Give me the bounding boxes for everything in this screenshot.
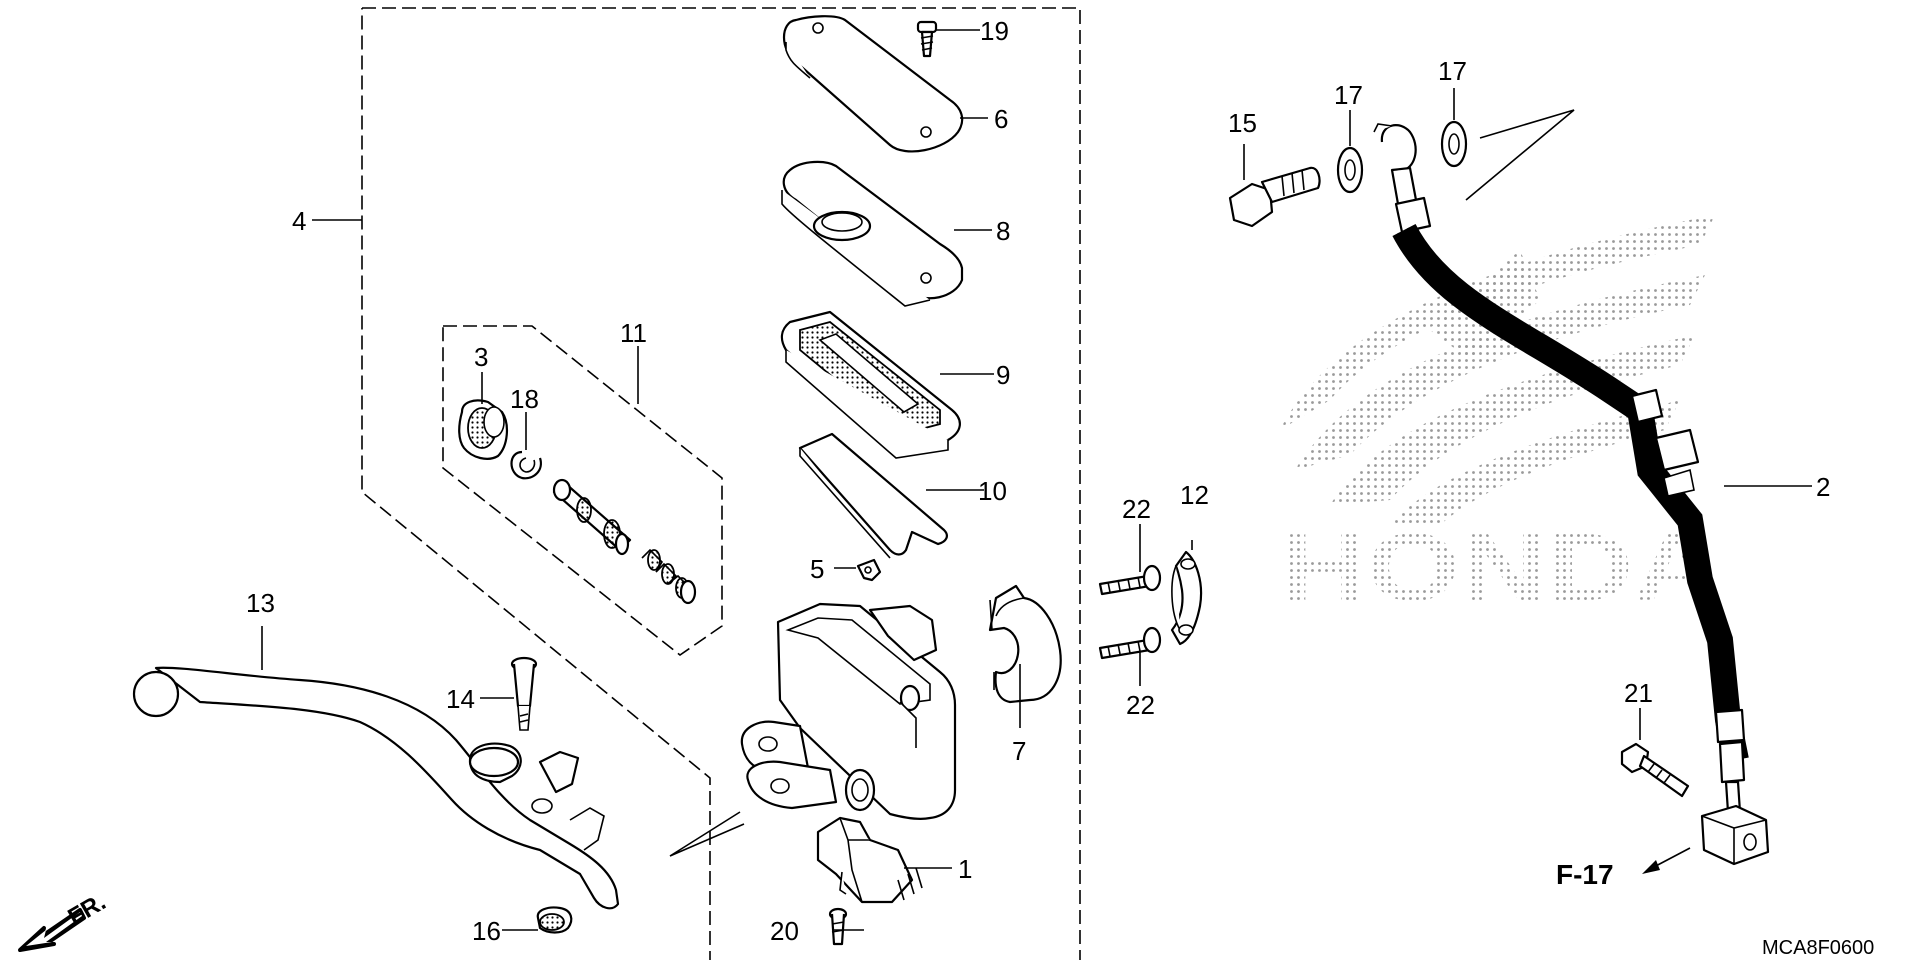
part-16-nut — [536, 906, 573, 934]
part-20-screw — [828, 907, 848, 946]
part-10-plate — [798, 432, 948, 559]
part-14-pivot-bolt — [510, 656, 538, 731]
part-17-washer-right — [1440, 120, 1468, 168]
assembly-11-outline — [442, 325, 723, 656]
callout-6: 6 — [994, 104, 1008, 134]
fr-direction-arrow — [18, 908, 86, 952]
callout-17-left: 17 — [1334, 80, 1363, 110]
callout-11: 11 — [620, 318, 647, 348]
callout-3: 3 — [474, 342, 488, 372]
callout-12: 12 — [1180, 480, 1209, 510]
part-21-bolt — [1620, 742, 1690, 798]
callout-5: 5 — [810, 554, 824, 584]
part-2-brake-hose — [1373, 123, 1770, 866]
callout-9: 9 — [996, 360, 1010, 390]
leader-lines — [261, 29, 1812, 931]
ref-f17-arrow — [1642, 847, 1691, 874]
part-19-screw — [916, 20, 938, 58]
callout-1: 1 — [958, 854, 972, 884]
master-cylinder-body — [740, 602, 957, 820]
part-6-cap — [783, 15, 964, 153]
callout-13: 13 — [246, 588, 275, 618]
part-5-clip — [856, 558, 882, 582]
callout-21: 21 — [1624, 678, 1653, 708]
part-22-screw-lower — [1098, 626, 1162, 660]
callout-2: 2 — [1816, 472, 1830, 502]
assembly-4-outline — [361, 7, 1081, 960]
callout-8: 8 — [996, 216, 1010, 246]
part-15-banjo-bolt — [1228, 166, 1321, 228]
callout-labels: 19 6 8 9 10 5 7 22 22 12 4 11 3 18 13 14… — [246, 16, 1830, 946]
part-1-switch — [816, 816, 923, 904]
callout-7: 7 — [1012, 736, 1026, 766]
part-17-washer-left — [1336, 146, 1364, 194]
callout-19: 19 — [980, 16, 1009, 46]
callout-18: 18 — [510, 384, 539, 414]
part-3-boot — [458, 399, 508, 460]
spring — [641, 548, 697, 605]
piston-assembly — [552, 478, 632, 556]
part-7-clamp — [988, 584, 1062, 704]
part-12-clamp — [1170, 550, 1203, 646]
honda-lettering-watermark: HONDA — [1280, 514, 1720, 621]
part-9-diaphragm — [780, 310, 961, 459]
callout-4: 4 — [292, 206, 306, 236]
callout-22-lower: 22 — [1126, 690, 1155, 720]
part-18-circlip — [510, 450, 542, 480]
part-22-screw-upper — [1098, 564, 1162, 596]
callout-17-right: 17 — [1438, 56, 1467, 86]
part-13-lever — [132, 666, 620, 910]
reference-f17: F-17 — [1556, 859, 1614, 890]
callout-15: 15 — [1228, 108, 1257, 138]
callout-20: 20 — [770, 916, 799, 946]
part-8-plate — [781, 160, 964, 307]
callout-22-upper: 22 — [1122, 494, 1151, 524]
diagram-code: MCA8F0600 — [1762, 937, 1874, 959]
callout-10: 10 — [978, 476, 1007, 506]
callout-14: 14 — [446, 684, 475, 714]
callout-16: 16 — [472, 916, 501, 946]
